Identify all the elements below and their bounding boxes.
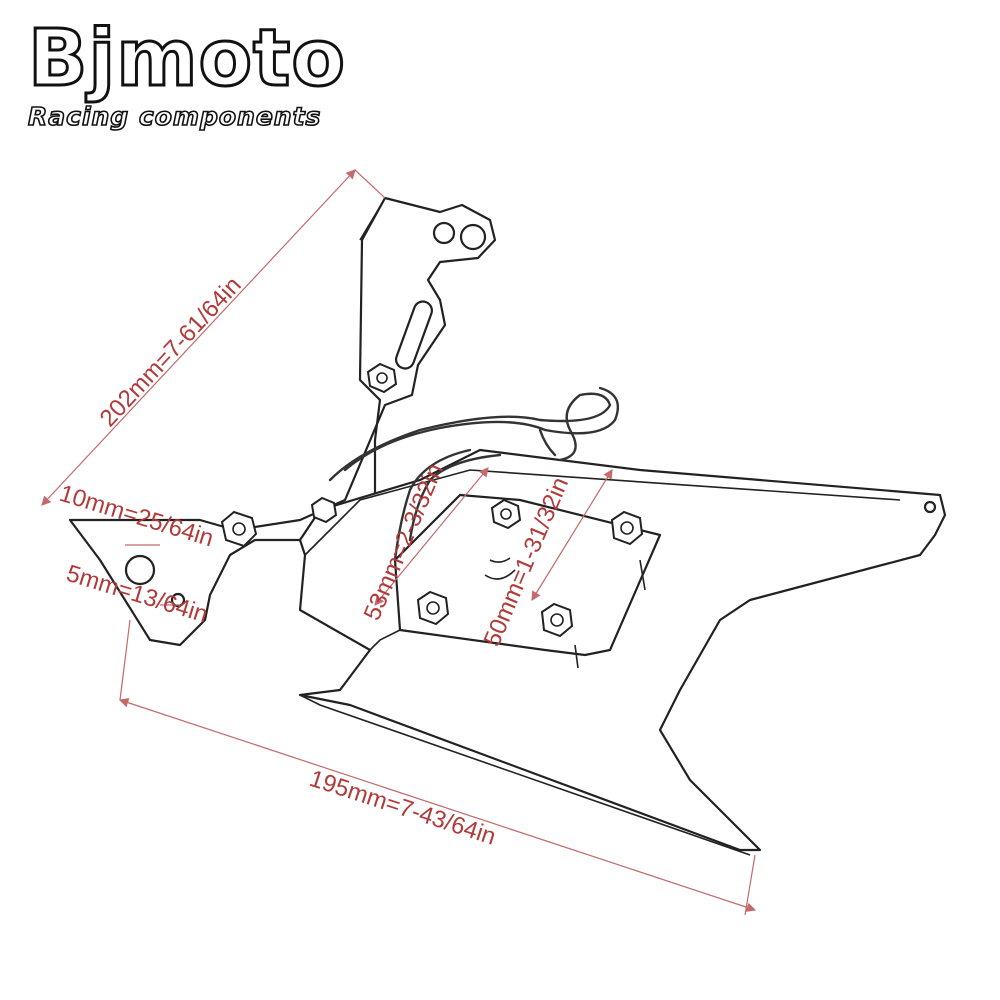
mount-hole (432, 221, 456, 245)
slot-hole (395, 300, 433, 370)
mount-hole (459, 223, 487, 251)
height-dimension-label: 202mm=7-61/64in (95, 272, 247, 432)
bolt-spacing-dimension-line (531, 468, 613, 602)
height-dimension-line (41, 169, 356, 506)
width-dimension-line (118, 698, 757, 912)
plate-spacing-dimension-line (374, 467, 489, 606)
brand-logo: Bjmoto Racing components (27, 14, 347, 132)
tray-hole (923, 500, 937, 514)
width-dimension-label: 195mm=7-43/64in (306, 765, 499, 851)
nut (310, 496, 338, 524)
large-hole (124, 554, 156, 586)
brand-name: Bjmoto (27, 14, 347, 104)
tray-plate (298, 448, 947, 852)
nut (366, 362, 398, 394)
nut (610, 510, 644, 546)
small-hole (170, 592, 186, 608)
nut (540, 602, 574, 638)
nut (490, 498, 522, 530)
nut (220, 510, 258, 548)
brand-tagline: Racing components (27, 101, 322, 132)
